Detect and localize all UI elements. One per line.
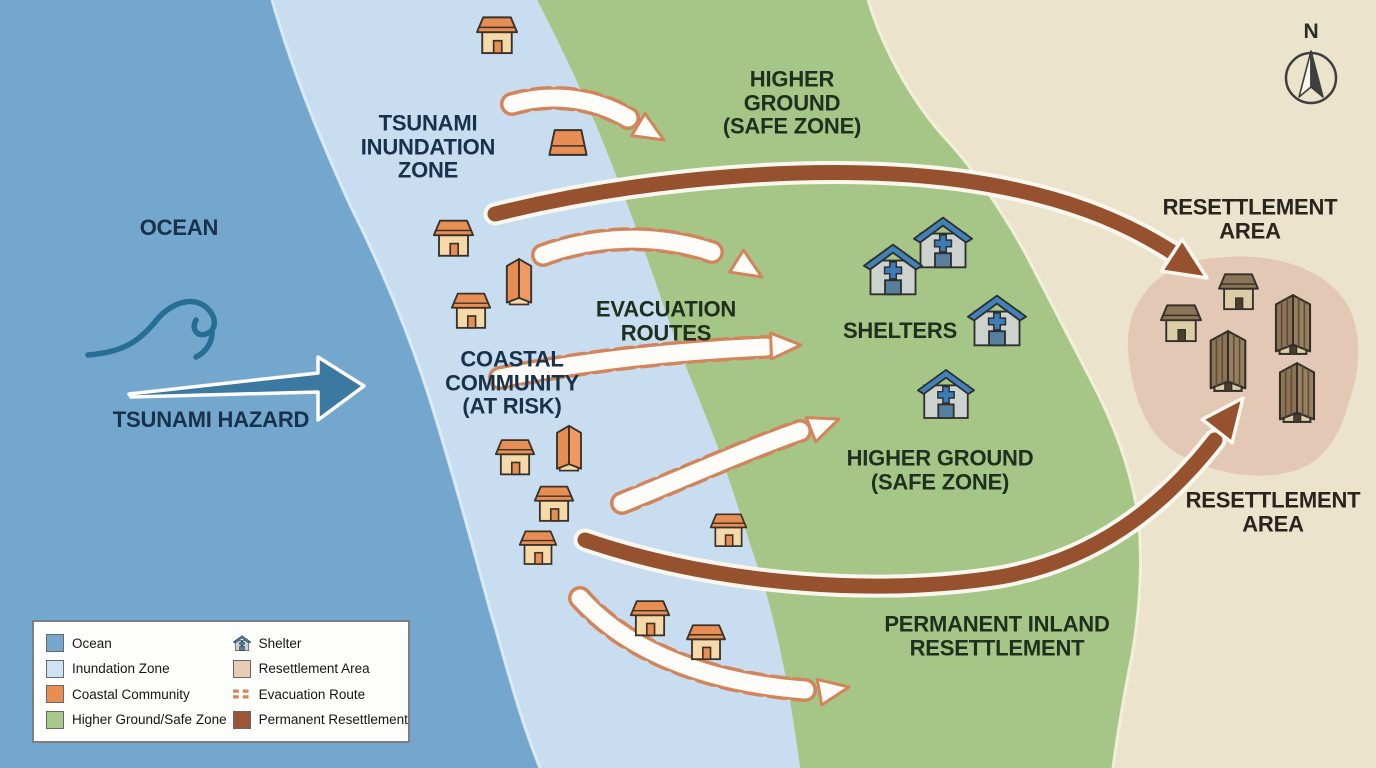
evacuation-route-legend-icon [232, 685, 251, 703]
coastal-house-icon [709, 513, 748, 547]
legend-item-permanent-resettlement: Permanent Resettlement [232, 709, 408, 731]
resettlement-area-swatch [232, 659, 251, 678]
coastal-house-icon [686, 624, 726, 661]
legend-item-shelter: Shelter [233, 632, 408, 654]
resettlement-house-icon [1218, 273, 1259, 311]
resettlement-house-icon [1274, 293, 1312, 356]
permanent-resettlement-arrow-south [573, 396, 1245, 598]
resettlement-house-icon [1160, 304, 1202, 343]
coastal-community-swatch [46, 685, 64, 704]
legend-right-column: Shelter Resettlement Area Evacuation Rou… [232, 632, 408, 731]
legend-item-higher-ground: Higher Ground/Safe Zone [46, 709, 227, 731]
coastal-house-icon [548, 129, 588, 156]
evacuation-route-arrow-4 [610, 416, 841, 515]
legend-item-label: Shelter [258, 635, 302, 651]
coastal-house-icon [505, 258, 533, 306]
legend-item-evacuation-route: Evacuation Route [232, 683, 408, 705]
resettlement-house-icon [1278, 361, 1316, 424]
coastal-house-icon [556, 424, 582, 472]
evacuation-route-arrow-2 [531, 227, 764, 279]
wave-icon [85, 298, 217, 360]
coastal-house-icon [629, 600, 671, 637]
tsunami-hazard-arrow [127, 355, 366, 422]
legend-item-label: Permanent Resettlement [258, 712, 408, 728]
coastal-house-icon [533, 485, 575, 522]
higher-ground-swatch [46, 710, 64, 729]
legend-item-coastal-community: Coastal Community [46, 683, 227, 705]
evacuation-route-arrow-5 [568, 586, 851, 707]
legend-item-label: Resettlement Area [258, 661, 370, 677]
evacuation-route-arrow-1 [500, 86, 666, 142]
legend-item-resettlement-area: Resettlement Area [232, 658, 408, 680]
legend-item-label: Higher Ground/Safe Zone [72, 712, 227, 728]
shelter-legend-icon [233, 634, 251, 652]
legend-item-inundation-zone: Inundation Zone [46, 658, 227, 680]
legend-item-label: Inundation Zone [72, 661, 170, 677]
legend: Ocean Inundation Zone Coastal Community … [32, 620, 410, 743]
permanent-resettlement-swatch [232, 710, 251, 729]
inundation-zone-swatch [46, 659, 64, 678]
legend-item-ocean: Ocean [46, 632, 227, 654]
coastal-house-icon [450, 292, 492, 329]
legend-item-label: Ocean [72, 635, 112, 651]
evacuation-route-arrow-3 [488, 331, 803, 390]
coastal-house-icon [432, 219, 475, 257]
legend-left-column: Ocean Inundation Zone Coastal Community … [46, 632, 227, 731]
legend-item-label: Evacuation Route [258, 686, 366, 702]
resettlement-house-icon [1209, 330, 1247, 393]
inundation-zone [272, 0, 800, 768]
coastal-house-icon [476, 16, 518, 55]
compass-icon [1284, 50, 1338, 105]
safezone-inland-edge [866, 0, 1142, 768]
ocean-swatch [46, 634, 64, 652]
coastal-house-icon [494, 439, 536, 476]
legend-item-label: Coastal Community [72, 686, 190, 702]
permanent-resettlement-arrow-north [483, 161, 1209, 280]
coastal-house-icon [518, 530, 558, 565]
shoreline-edge [270, 0, 542, 768]
